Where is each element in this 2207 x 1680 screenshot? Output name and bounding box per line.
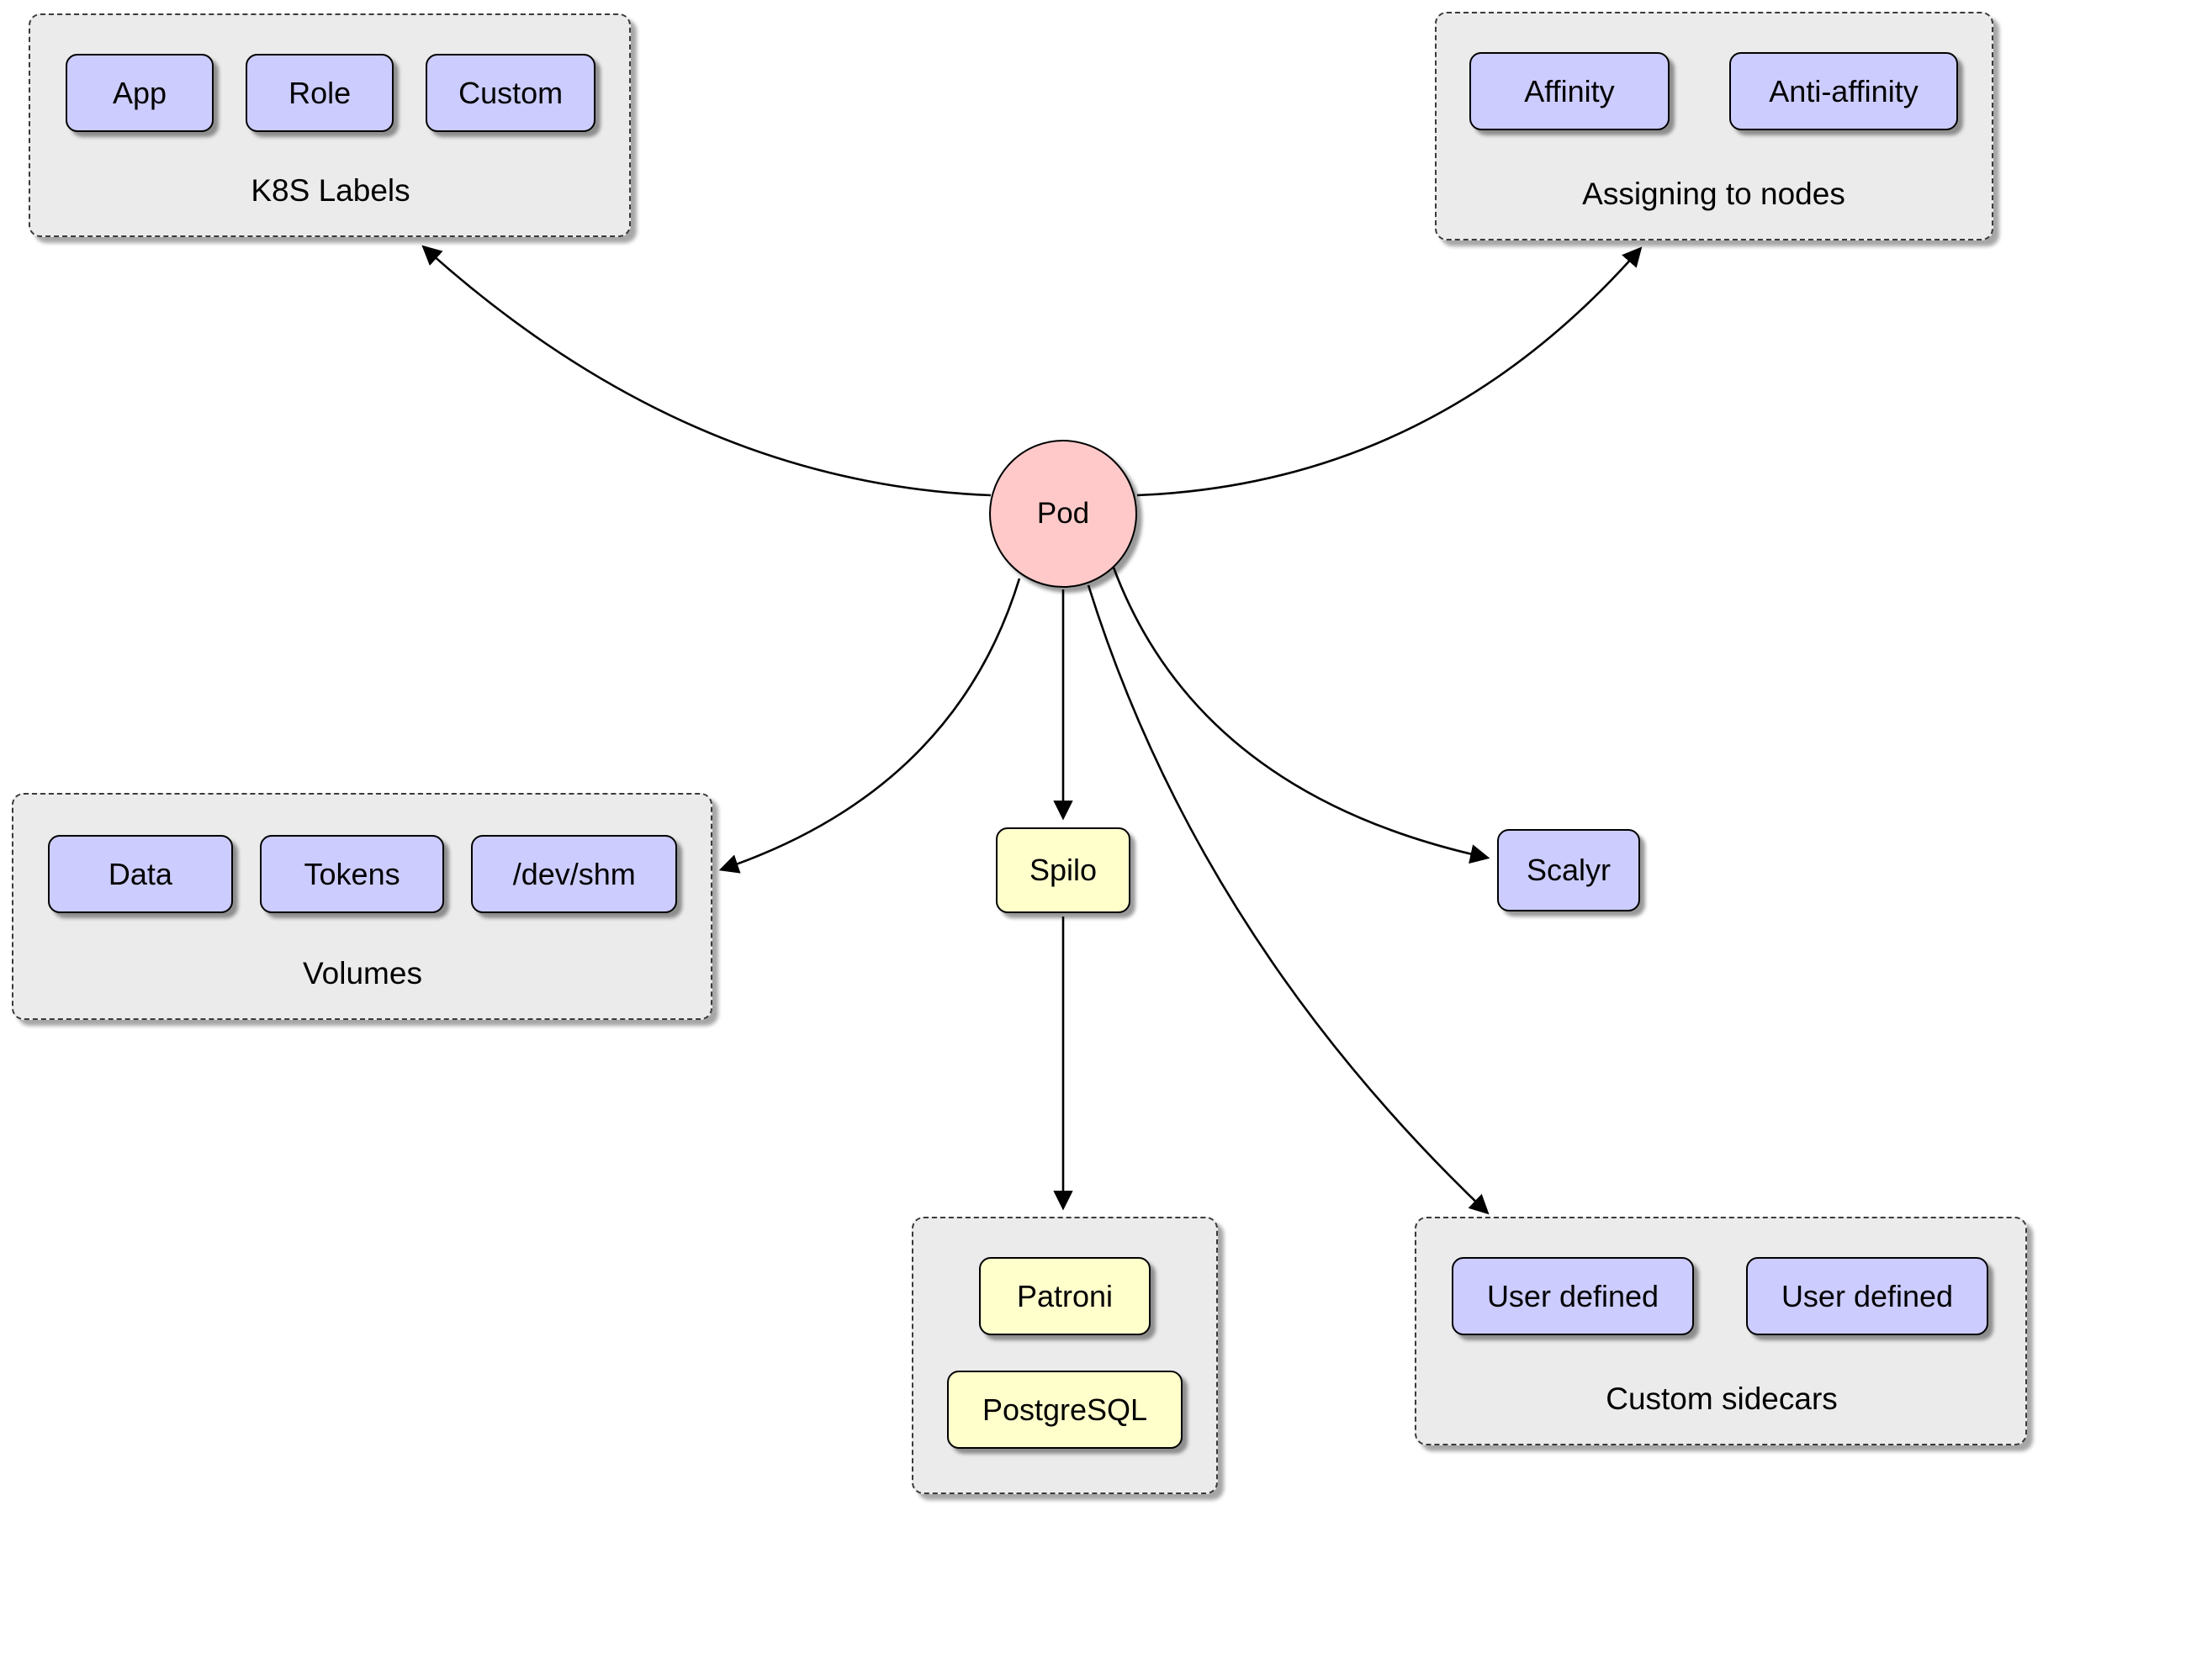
node-affinity: Affinity [1469,52,1670,130]
node-anti-affinity-label: Anti-affinity [1769,73,1919,108]
node-scalyr: Scalyr [1497,829,1640,911]
node-app: App [66,54,214,132]
node-user-defined-1-label: User defined [1486,1278,1659,1313]
node-spilo-label: Spilo [1029,853,1098,887]
node-user-defined-2: User defined [1746,1257,1988,1335]
group-volumes-title: Volumes [303,956,422,991]
edge-pod-to-k8s-labels [421,245,992,497]
node-spilo: Spilo [996,827,1130,913]
node-app-label: App [113,75,167,110]
node-postgresql: PostgreSQL [947,1371,1183,1449]
group-assigning-to-nodes: Affinity Anti-affinity Assigning to node… [1435,12,1993,240]
node-data: Data [48,835,233,913]
node-dev-shm-label: /dev/shm [512,856,636,891]
edge-pod-to-volumes [718,578,1021,874]
edge-pod-to-assigning-to-nodes [1136,246,1643,497]
node-scalyr-label: Scalyr [1526,853,1612,887]
group-spilo-stack: Patroni PostgreSQL [912,1217,1218,1494]
node-custom-label: Custom [458,75,564,110]
node-pod: Pod [989,440,1137,588]
node-role: Role [246,54,394,132]
assigning-items: Affinity Anti-affinity [1469,52,1958,130]
node-user-defined-1: User defined [1452,1257,1694,1335]
group-custom-sidecars: User defined User defined Custom sidecar… [1415,1217,2027,1445]
node-user-defined-2-label: User defined [1781,1278,1954,1313]
node-tokens: Tokens [259,835,445,913]
node-patroni: Patroni [979,1257,1151,1335]
node-dev-shm: /dev/shm [471,835,677,913]
custom-sidecars-items: User defined User defined [1452,1257,1992,1335]
node-affinity-label: Affinity [1524,73,1615,108]
node-data-label: Data [108,856,172,891]
spilo-stack-items: Patroni PostgreSQL [913,1257,1216,1449]
group-custom-sidecars-title: Custom sidecars [1606,1382,1838,1416]
group-volumes: Data Tokens /dev/shm Volumes [12,793,712,1020]
node-pod-label: Pod [1036,497,1090,530]
node-anti-affinity: Anti-affinity [1729,52,1958,130]
node-patroni-label: Patroni [1016,1278,1114,1313]
edge-pod-to-custom-sidecars [1087,584,1490,1215]
group-k8s-labels-title: K8S Labels [251,173,410,208]
k8s-labels-items: App Role Custom [66,54,595,132]
node-role-label: Role [288,75,352,110]
edge-pod-to-scalyr [1112,567,1490,864]
node-custom: Custom [426,54,595,132]
group-k8s-labels: App Role Custom K8S Labels [29,13,631,237]
node-postgresql-label: PostgreSQL [982,1392,1148,1427]
volumes-items: Data Tokens /dev/shm [48,835,677,913]
group-assigning-to-nodes-title: Assigning to nodes [1582,177,1845,211]
node-tokens-label: Tokens [304,856,400,891]
